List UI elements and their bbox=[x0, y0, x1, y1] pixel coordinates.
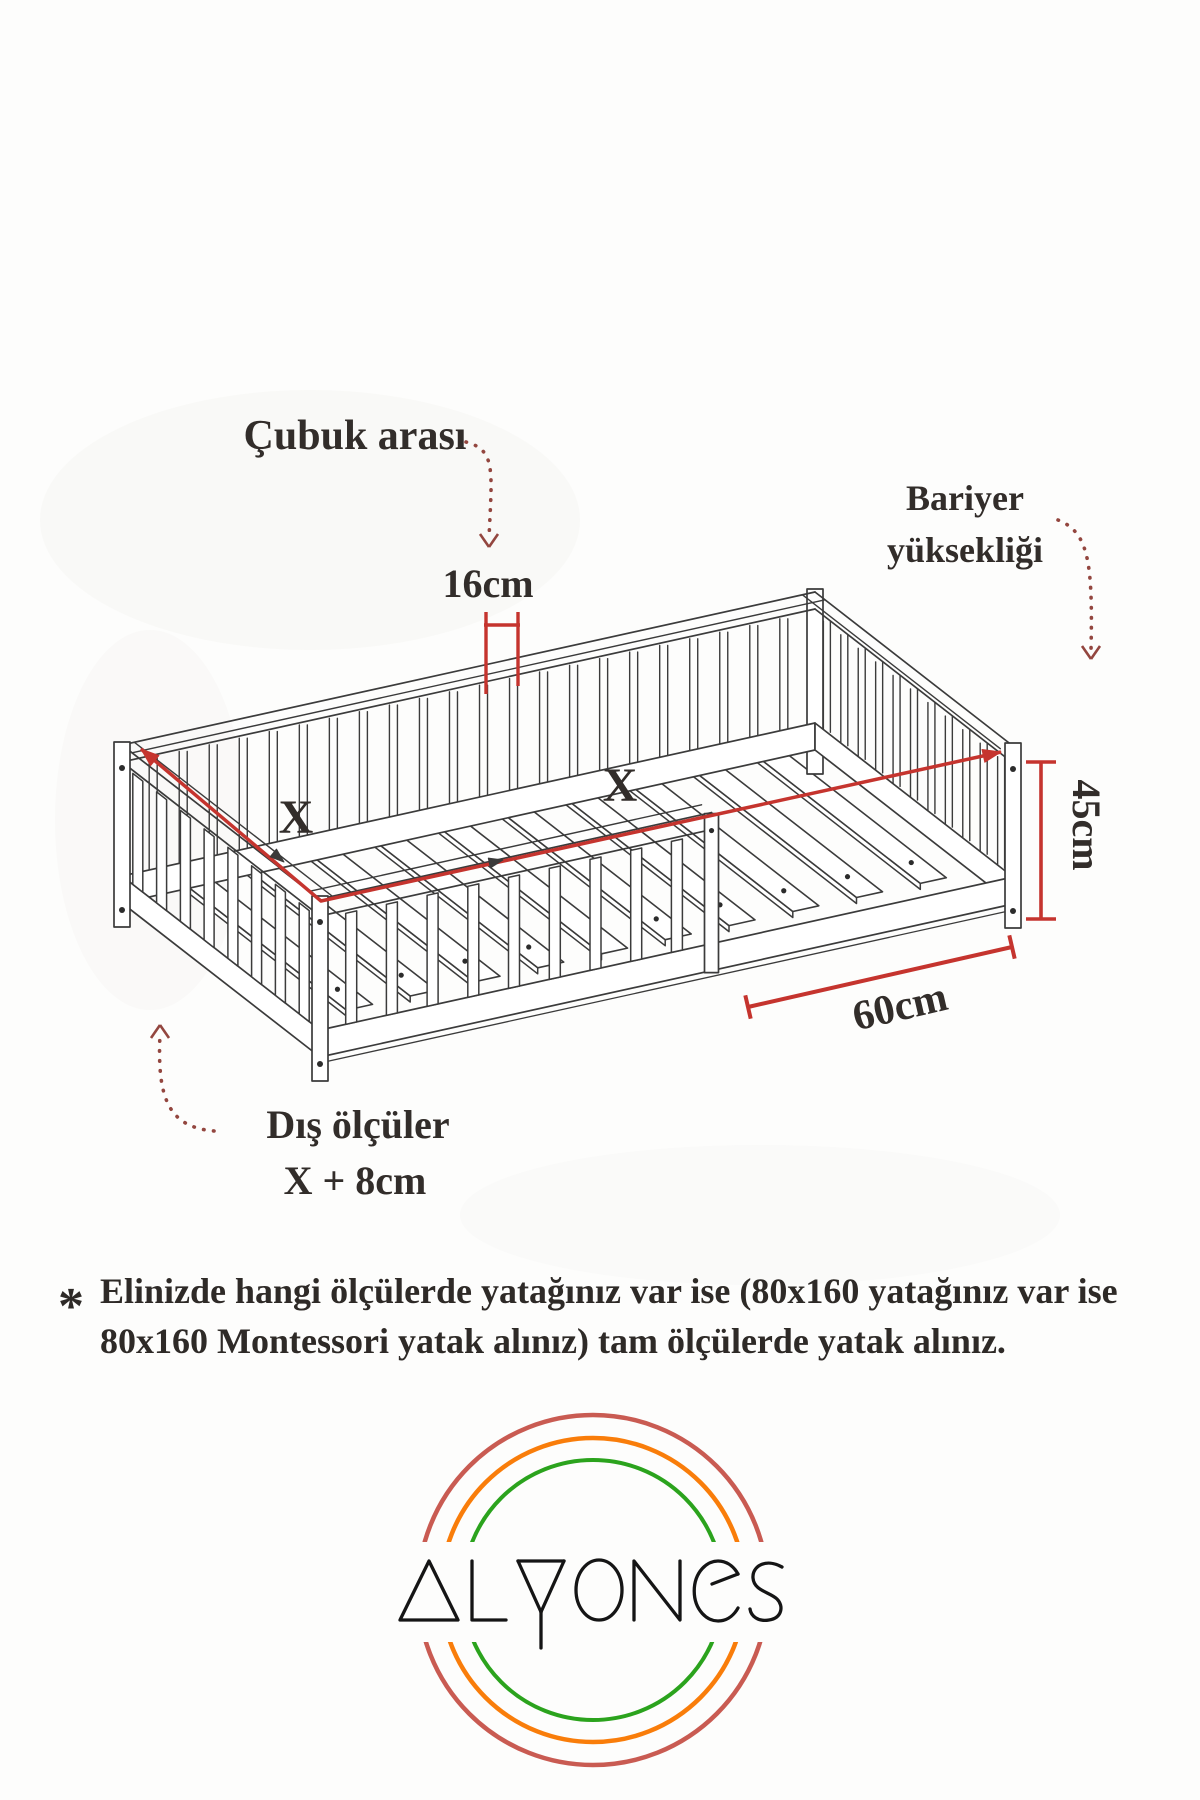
alyones-logo bbox=[388, 1412, 800, 1768]
asterisk-icon: * bbox=[58, 1278, 84, 1335]
label-slat-gap: Çubuk arası bbox=[243, 413, 467, 459]
bed-wireframe bbox=[113, 588, 1022, 1082]
label-barrier-line2: yüksekliği bbox=[886, 530, 1044, 571]
background-smudges bbox=[40, 390, 1060, 1285]
label-barrier-height-value: 45cm bbox=[1064, 779, 1109, 871]
label-outer-dimensions-value: X + 8cm bbox=[283, 1158, 427, 1203]
dimension-annotations bbox=[139, 612, 1056, 1020]
note-text: Elinizde hangi ölçülerde yatağınız var i… bbox=[100, 1271, 1118, 1362]
label-barrier-height: Bariyer yüksekliği bbox=[850, 472, 1080, 576]
dotted-pointer-arrows bbox=[149, 440, 1102, 1133]
label-outer-dimensions: Dış ölçüler bbox=[266, 1102, 450, 1147]
label-inner-dimension-right: X bbox=[602, 759, 638, 812]
label-barrier-line1: Bariyer bbox=[906, 478, 1024, 518]
label-slat-gap-value: 16cm bbox=[442, 561, 534, 606]
label-inner-dimension-left: X bbox=[278, 791, 314, 844]
